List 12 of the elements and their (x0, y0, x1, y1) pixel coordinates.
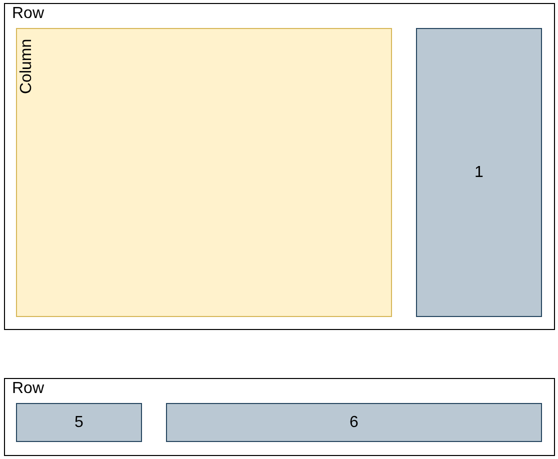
container-label: Row (12, 380, 44, 398)
item-box (16, 403, 142, 442)
vertical-label: Column (18, 39, 36, 94)
box-label: 6 (350, 414, 358, 432)
column-container (16, 28, 392, 317)
box-label: 1 (474, 164, 484, 182)
item-box (166, 403, 542, 442)
item-box (416, 28, 542, 317)
container-label: Row (12, 5, 44, 23)
row-container (4, 3, 555, 330)
row-container (4, 378, 555, 456)
box-label: 5 (74, 414, 84, 432)
